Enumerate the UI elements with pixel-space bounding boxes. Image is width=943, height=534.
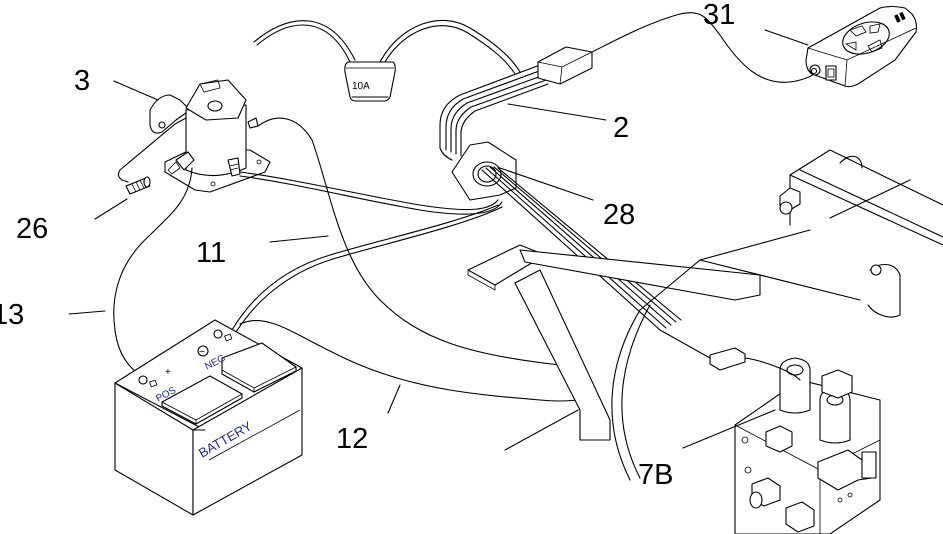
controller-brand-mark: ▮▮ [893, 10, 908, 25]
fuse-holder: 10A [344, 61, 396, 102]
screw [125, 176, 151, 195]
battery: + − POS NEG BATTERY [114, 319, 303, 516]
fuse-rating-label: 10A [352, 81, 370, 92]
callout-11: 11 [196, 237, 226, 269]
cable-13 [113, 167, 193, 376]
battery-minus-symbol: − [199, 347, 205, 358]
valve-block [734, 264, 901, 534]
callout-7b: 7B [638, 459, 673, 491]
callout-31: 31 [703, 0, 735, 31]
mounting-bracket [467, 244, 761, 441]
solenoid-ground-wire [117, 117, 187, 183]
cable-11c [231, 204, 499, 331]
plow-frame [611, 149, 943, 481]
valve-connector [659, 329, 801, 381]
wire-harness [439, 64, 549, 161]
callout-3: 3 [74, 65, 90, 97]
cable-11a [239, 171, 499, 211]
callout-28: 28 [603, 199, 635, 231]
cable-loop [257, 117, 561, 366]
harness-connector [537, 46, 593, 85]
leader-lines [68, 29, 809, 451]
solenoid [149, 79, 271, 193]
callout-2: 2 [613, 112, 629, 144]
fuse-wire [253, 19, 521, 75]
hand-held-controller: ▮▮ [805, 5, 918, 88]
cable-11b [239, 175, 503, 215]
cable-12 [239, 319, 579, 402]
callout-13: 13 [0, 299, 24, 331]
harness-lower [481, 166, 682, 331]
controller-cable [591, 12, 818, 83]
frame-bolt [779, 187, 801, 215]
battery-plus-symbol: + [165, 367, 171, 378]
callout-26: 26 [16, 213, 48, 245]
cable-11d [235, 206, 503, 333]
callout-12: 12 [336, 423, 368, 455]
